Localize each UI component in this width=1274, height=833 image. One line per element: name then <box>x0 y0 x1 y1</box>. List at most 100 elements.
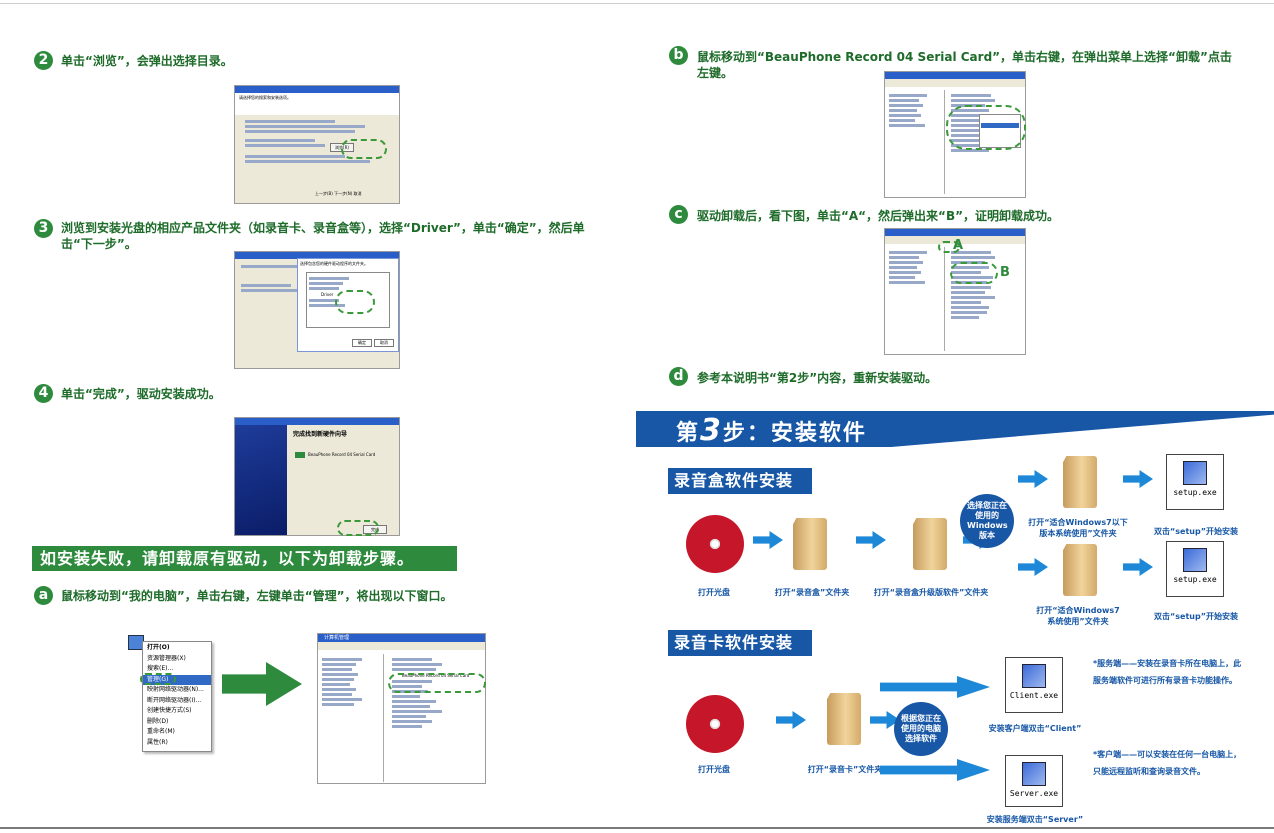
box-cap-win7: 打开“适合Windows7系统使用”文件夹 <box>1036 606 1120 626</box>
installer-icon <box>1183 461 1207 485</box>
step-d-badge: d <box>669 367 688 386</box>
label-a: A <box>953 238 964 253</box>
highlight-browse <box>341 139 387 159</box>
step-a-badge: a <box>34 586 53 605</box>
window-titlebar <box>885 229 1025 236</box>
green-arrow-right <box>222 662 302 706</box>
step-2-badge: 2 <box>34 51 53 70</box>
wizard-nav-buttons[interactable]: 上一步(B) 下一步(N) 取消 <box>315 191 362 196</box>
cd-icon <box>686 695 744 753</box>
flow-arrow <box>753 531 783 549</box>
window-titlebar <box>235 252 399 259</box>
folder-icon <box>793 518 827 570</box>
step3-num: 3 <box>700 413 723 448</box>
server-exe-icon[interactable]: Server.exe <box>1005 755 1063 807</box>
card-cap-folder: 打开“录音卡”文件夹 <box>807 765 883 774</box>
menu-item-rename[interactable]: 重命名(M) <box>147 728 175 735</box>
card-cap-cd: 打开光盘 <box>698 765 730 774</box>
step-c-text: 驱动卸载后，看下图，单击“A“，然后弹出来“B”，证明卸载成功。 <box>697 209 1059 223</box>
flow-arrow <box>856 531 886 549</box>
choose-software-circle: 根据您正在使用的电脑选择软件 <box>894 702 948 756</box>
uninstall-banner-text: 如安装失败，请卸载原有驱动，以下为卸载步骤。 <box>40 549 415 568</box>
flow-arrow <box>1018 558 1048 576</box>
choose-windows-circle: 选择您正在使用的Windows版本 <box>960 494 1014 548</box>
highlight-finish <box>337 520 379 536</box>
box-cap-setup-2: 双击“setup”开始安装 <box>1154 612 1238 621</box>
step3-banner: 第3步：安装软件 <box>636 411 1274 448</box>
device-icon <box>295 452 305 458</box>
card-cap-server: 安装服务端双击“Server” <box>986 815 1084 824</box>
flow-arrow-long <box>880 759 990 781</box>
box-cap-folder1: 打开“录音盒”文件夹 <box>774 588 850 597</box>
menu-item-map-drive[interactable]: 映射网络驱动器(N)... <box>147 686 204 693</box>
wizard-finish-title: 完成找到新硬件向导 <box>293 431 348 438</box>
box-section-title: 录音盒软件安装 <box>668 468 812 494</box>
step-a-text: 鼠标移动到“我的电脑”，单击右键，左键单击“管理”，将出现以下窗口。 <box>61 589 453 603</box>
installer-icon <box>1022 762 1046 786</box>
folder-icon <box>827 693 861 745</box>
window-titlebar <box>235 86 399 93</box>
box-cap-folder2: 打开“录音盒升级版软件”文件夹 <box>873 588 989 597</box>
highlight-device <box>388 673 486 693</box>
folder-driver[interactable]: Driver <box>321 292 334 297</box>
setup-exe-label: setup.exe <box>1173 575 1217 584</box>
bottom-rule <box>0 827 1274 829</box>
flow-arrow-long <box>880 676 990 698</box>
step-d-text: 参考本说明书“第2步”内容，重新安装驱动。 <box>697 371 938 385</box>
menu-item-properties[interactable]: 属性(R) <box>147 738 168 746</box>
folder-icon <box>913 518 947 570</box>
menu-item-manage[interactable]: 管理(G) <box>143 674 211 685</box>
mgmt-device-item[interactable]: BeauPhone Record 04 Serial Card <box>402 673 470 678</box>
highlight-a <box>938 241 960 253</box>
step-2-text: 单击“浏览”，会弹出选择目录。 <box>61 54 233 68</box>
browse-folder-prompt: 选择包含您的硬件驱动程序的文件夹。 <box>300 261 368 266</box>
setup-exe-icon[interactable]: setup.exe <box>1166 541 1224 597</box>
step3-pre: 第 <box>676 421 701 446</box>
step3-post: 步：安装软件 <box>722 421 867 446</box>
menu-item-open[interactable]: 打开(O) <box>147 644 170 651</box>
wizard-side-graphic <box>235 425 287 535</box>
note-client: *客户端——可以安装在任何一台电脑上，只能远程监听和查询录音文件。 <box>1093 750 1242 776</box>
wizard-device-name: BeauPhone Record 04 Serial Card <box>308 452 376 457</box>
uninstall-banner: 如安装失败，请卸载原有驱动，以下为卸载步骤。 <box>32 546 457 571</box>
step-c-badge: c <box>669 205 688 224</box>
wizard-screenshot-browse: 请选择您的搜索和安装选项。 浏览(R) 上一步(B) 下一步(N) 取消 <box>234 85 400 204</box>
step-3-badge: 3 <box>34 219 53 238</box>
setup-exe-label: setup.exe <box>1173 488 1217 497</box>
mgmt-title: 计算机管理 <box>318 634 485 642</box>
flow-arrow <box>1123 558 1153 576</box>
menu-item-disconnect-drive[interactable]: 断开网络驱动器(I)... <box>147 696 202 704</box>
card-section-title: 录音卡软件安装 <box>668 630 812 656</box>
highlight-b <box>950 262 998 284</box>
box-cap-win7-below: 打开“适合Windows7以下版本系统使用”文件夹 <box>1028 518 1128 538</box>
box-cap-cd: 打开光盘 <box>698 588 730 597</box>
menu-item-delete[interactable]: 删除(D) <box>147 717 169 725</box>
step-4-text: 单击“完成”，驱动安装成功。 <box>61 387 221 401</box>
menu-item-search[interactable]: 搜索(E)... <box>147 665 174 672</box>
client-exe-label: Client.exe <box>1009 691 1059 700</box>
folder-icon <box>1063 456 1097 508</box>
menu-item-create-shortcut[interactable]: 创建快捷方式(S) <box>147 707 192 714</box>
wizard-header-text: 请选择您的搜索和安装选项。 <box>239 95 291 100</box>
menu-item-explorer[interactable]: 资源管理器(X) <box>147 654 186 662</box>
installer-icon <box>1022 664 1046 688</box>
device-manager-uninstall-screenshot <box>884 71 1026 198</box>
step-3-text: 浏览到安装光盘的相应产品文件夹（如录音卡、录音盒等），选择“Driver”，单击… <box>61 221 585 251</box>
folder-icon <box>1063 544 1097 596</box>
note-server: *服务端——安装在录音卡所在电脑上，此服务端软件可进行所有录音卡功能操作。 <box>1093 659 1242 685</box>
wizard-screenshot-finish: 完成找到新硬件向导 BeauPhone Record 04 Serial Car… <box>234 417 400 536</box>
highlight-manage <box>140 673 176 685</box>
ok-button[interactable]: 确定 <box>352 339 372 347</box>
highlight-driver <box>335 290 375 314</box>
cancel-button[interactable]: 取消 <box>374 339 394 347</box>
window-titlebar <box>885 72 1025 79</box>
flow-arrow <box>1123 470 1153 488</box>
server-exe-label: Server.exe <box>1009 789 1059 798</box>
box-cap-setup: 双击“setup”开始安装 <box>1154 527 1238 536</box>
setup-exe-icon[interactable]: setup.exe <box>1166 454 1224 510</box>
client-exe-icon[interactable]: Client.exe <box>1005 657 1063 713</box>
step-4-badge: 4 <box>34 384 53 403</box>
step-b-text: 鼠标移动到“BeauPhone Record 04 Serial Card”，单… <box>697 50 1232 80</box>
choose-windows-text: 选择您正在使用的Windows版本 <box>967 501 1008 540</box>
step-b-badge: b <box>669 46 688 65</box>
